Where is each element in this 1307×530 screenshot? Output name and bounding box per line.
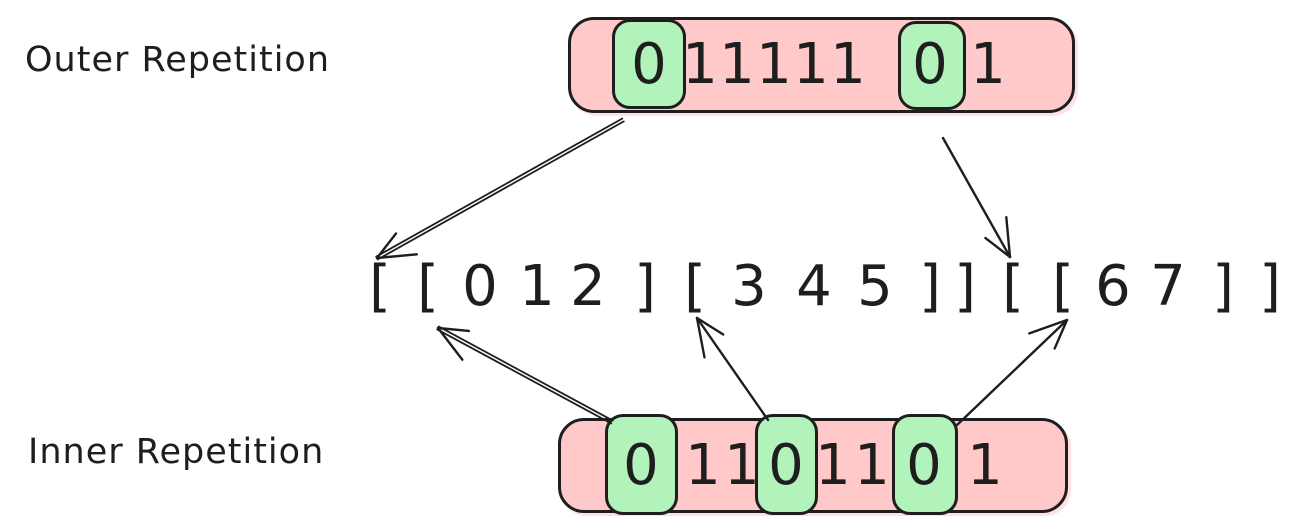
arrow-inner-middle bbox=[695, 316, 770, 422]
inner-highlight-cell-6 bbox=[892, 414, 958, 515]
inner-digit-5: 1 bbox=[854, 433, 890, 498]
inner-highlight-cell-3 bbox=[755, 414, 818, 515]
expression-bracket-1: [ bbox=[417, 254, 439, 319]
outer-digit-1: 1 bbox=[682, 32, 718, 97]
outer-highlight-cell-0 bbox=[612, 19, 686, 109]
outer-digit-5: 1 bbox=[830, 32, 866, 97]
expression-digit-3: 1 bbox=[519, 254, 555, 319]
outer-digit-7: 1 bbox=[970, 32, 1006, 97]
outer-digit-0-highlighted: 0 bbox=[631, 32, 667, 97]
expression-bracket-6: [ bbox=[684, 254, 706, 319]
expression-digit-4: 2 bbox=[570, 254, 606, 319]
expression-bracket-17: ] bbox=[1259, 254, 1281, 319]
arrow-inner-right bbox=[955, 318, 1069, 427]
arrow-inner-left bbox=[436, 325, 614, 425]
inner-digit-7: 1 bbox=[967, 433, 1003, 498]
inner-digit-2: 1 bbox=[724, 433, 760, 498]
arrow-outer-right bbox=[941, 136, 1012, 259]
outer-digit-2: 1 bbox=[719, 32, 755, 97]
inner-repetition-label: Inner Repetition bbox=[28, 432, 325, 472]
expression-bracket-0: [ bbox=[369, 254, 391, 319]
outer-digit-4: 1 bbox=[793, 32, 829, 97]
expression-digit-7: 3 bbox=[731, 254, 767, 319]
expression-bracket-12: [ bbox=[1002, 254, 1024, 319]
inner-digit-4: 1 bbox=[815, 433, 851, 498]
expression-digit-8: 4 bbox=[796, 254, 832, 319]
expression-digit-2: 0 bbox=[462, 254, 498, 319]
inner-digit-6-highlighted: 0 bbox=[906, 433, 942, 498]
expression-bracket-16: ] bbox=[1212, 254, 1234, 319]
outer-highlight-cell-6 bbox=[898, 21, 966, 110]
expression-digit-9: 5 bbox=[857, 254, 893, 319]
expression-bracket-13: [ bbox=[1052, 254, 1074, 319]
expression-bracket-10: ] bbox=[919, 254, 941, 319]
inner-digit-1: 1 bbox=[685, 433, 721, 498]
expression-bracket-5: ] bbox=[634, 254, 656, 319]
outer-digit-3: 1 bbox=[756, 32, 792, 97]
outer-repetition-label: Outer Repetition bbox=[25, 40, 331, 80]
inner-digit-0-highlighted: 0 bbox=[623, 433, 659, 498]
arrow-outer-left bbox=[375, 117, 625, 261]
outer-digit-6-highlighted: 0 bbox=[912, 32, 948, 97]
inner-highlight-cell-0 bbox=[605, 414, 678, 515]
expression-bracket-11: ] bbox=[954, 254, 976, 319]
expression-digit-14: 6 bbox=[1095, 254, 1131, 319]
inner-digit-3-highlighted: 0 bbox=[768, 433, 804, 498]
expression-digit-15: 7 bbox=[1150, 254, 1186, 319]
